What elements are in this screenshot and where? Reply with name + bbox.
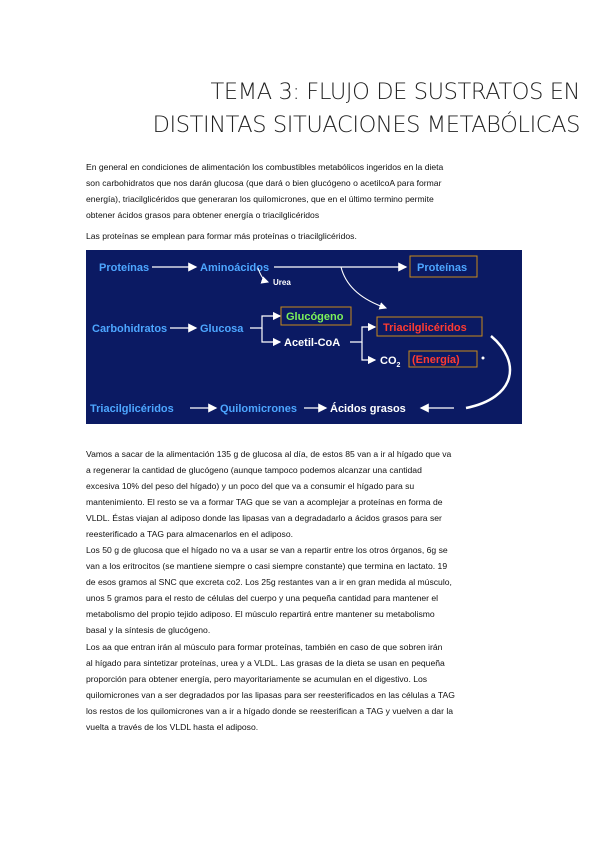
box-proteinas [409,255,478,278]
page-title: TEMA 3: FLUJO DE SUSTRATOS EN DISTINTAS … [60,76,581,142]
box-energia [408,350,478,368]
text-line: Vamos a sacar de la alimentación 135 g d… [86,449,452,459]
paragraph-intro: En general en condiciones de alimentació… [86,159,526,223]
arrow [250,311,282,329]
label-triacilgliceridos: Triacilglicéridos [90,403,174,415]
label-triacilgliceridos-out: Triacilglicéridos [383,322,467,334]
dot [481,356,485,360]
paragraph-proteins: Las proteínas se emplean para formar más… [86,228,526,244]
label-acetil-coa: Acetil-CoA [284,337,340,349]
text-line: obtener ácidos grasos para obtener energ… [86,210,320,221]
diagram-svg: Proteínas Aminoácidos Proteínas Urea Car… [86,250,522,424]
paragraph-distribution: Los 50 g de glucosa que el hígado no va … [86,542,526,735]
label-co2: CO2 [380,355,401,369]
paragraph-glucose: Vamos a sacar de la alimentación 135 g d… [86,446,526,543]
arrow [340,266,388,310]
text-line: quilomicrones van a ser degradados por l… [86,689,455,700]
text-line: basal y la síntesis de glucógeno. [86,625,211,636]
arrow [350,322,377,343]
box-glucogeno [280,306,352,326]
arrow [261,328,282,347]
text-line: son carbohidratos que nos darán glucosa … [86,178,442,189]
text-line: Los 50 g de glucosa que el hígado no va … [86,545,448,555]
text-line: los restos de los quilomicrones van a ir… [86,705,454,716]
arrow [361,342,377,365]
label-quilomicrones: Quilomicrones [220,403,297,415]
metabolism-flow-diagram: Proteínas Aminoácidos Proteínas Urea Car… [86,250,522,424]
text-line: de esos gramos al SNC que excreta co2. L… [86,577,452,588]
text-line: Las proteínas se emplean para formar más… [86,231,357,241]
text-line: excesiva 10% del peso del hígado) y un p… [86,481,415,492]
text-line: Los aa que entran irán al músculo para f… [86,641,443,652]
label-proteinas: Proteínas [99,262,149,274]
text-line: VLDL. Éstas viajan al adiposo donde las … [86,513,442,524]
label-proteinas-out: Proteínas [417,262,467,274]
text-line: proporción para obtener energía, pero ma… [86,673,428,684]
arrow [257,267,270,284]
label-glucosa: Glucosa [200,323,244,335]
text-line: vuelta a través de los VLDL hasta el adi… [86,722,259,733]
text-line: van a los eritrocitos (se mantiene siemp… [86,561,448,572]
box-triacilgliceridos [376,316,483,337]
text-line: al hígado para sintetizar proteínas, ure… [86,657,445,668]
text-line: metabolismo del propio tejido adiposo. E… [86,609,435,620]
diagram-background [86,250,522,424]
label-acidos-grasos: Ácidos grasos [330,402,406,415]
title-line-2: DISTINTAS SITUACIONES METABÓLICAS [152,112,581,138]
text-line: En general en condiciones de alimentació… [86,162,444,172]
text-line: mantenimiento. El resto se va a formar T… [86,497,443,508]
title-line-1: TEMA 3: FLUJO DE SUSTRATOS EN [210,79,581,105]
text-line: reesterificado a TAG para almacenarlos e… [86,529,294,540]
label-energia: (Energía) [412,354,460,366]
label-aminoacidos: Aminoácidos [200,262,269,274]
text-line: unos 5 gramos para el resto de células d… [86,593,439,604]
text-line: a regenerar la cantidad de glucógeno (au… [86,465,422,476]
label-urea: Urea [273,278,291,287]
text-line: energía), triacilglicéridos que generara… [86,194,434,205]
return-arc [465,335,512,410]
label-carbohidratos: Carbohidratos [92,323,167,335]
label-glucogeno: Glucógeno [286,311,344,323]
